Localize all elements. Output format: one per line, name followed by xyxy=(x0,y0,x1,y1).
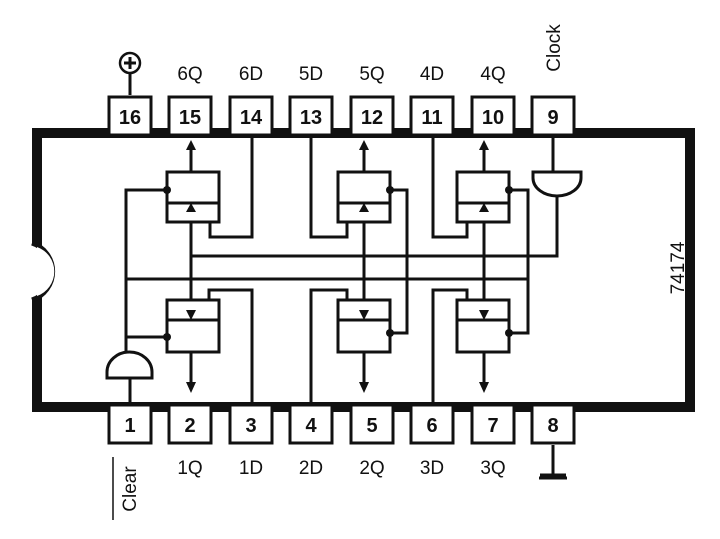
pin-number: 16 xyxy=(119,107,141,129)
pin-label: 5D xyxy=(299,64,323,85)
pin-label: Clear xyxy=(120,466,141,512)
pin-1: 1 xyxy=(107,403,153,445)
pin-number: 12 xyxy=(361,107,383,129)
flip-flop-bottom-2 xyxy=(336,298,394,393)
pin-label: 4Q xyxy=(480,64,505,85)
pin-number: 4 xyxy=(305,415,317,437)
pin-box xyxy=(107,403,153,445)
pin-number: 15 xyxy=(179,107,201,129)
pin-box xyxy=(409,95,455,137)
pin-14: 14 xyxy=(228,95,274,137)
arrow-down-icon xyxy=(359,382,369,393)
pin-10: 10 xyxy=(470,95,516,137)
arrow-up-icon xyxy=(479,140,489,150)
part-number: 74174 xyxy=(668,241,689,294)
pin-label: 1D xyxy=(239,458,263,479)
pin-box xyxy=(228,95,274,137)
pin-2: 2 xyxy=(167,403,213,445)
pin-box xyxy=(167,403,213,445)
pin-number: 13 xyxy=(300,107,322,129)
pin-number: 14 xyxy=(240,107,263,129)
pin-13: 13 xyxy=(288,95,334,137)
pin-box xyxy=(288,403,334,445)
pin-4: 4 xyxy=(288,403,334,445)
pin-label: 1Q xyxy=(177,458,202,479)
pin-number: 10 xyxy=(482,107,504,129)
flip-flop-bottom-3 xyxy=(455,298,513,393)
pin-5: 5 xyxy=(349,403,395,445)
clock-bus xyxy=(191,195,559,258)
pin-15: 15 xyxy=(167,95,213,137)
flip-flop-top-1 xyxy=(163,140,221,224)
flip-flops xyxy=(163,140,513,393)
pin-number: 6 xyxy=(426,415,437,437)
pin-label: 6D xyxy=(239,64,263,85)
plus-circle-icon xyxy=(118,51,142,95)
pin-number: 9 xyxy=(547,107,558,129)
pin-box xyxy=(349,403,395,445)
pin-8: 8 xyxy=(530,403,576,445)
arrow-up-icon xyxy=(359,140,369,150)
pin-number: 8 xyxy=(547,415,558,437)
flip-flop-top-3 xyxy=(455,140,513,224)
pin-6: 6 xyxy=(409,403,455,445)
pin-box xyxy=(349,95,395,137)
ground-icon xyxy=(539,445,567,480)
arrow-down-icon xyxy=(186,382,196,393)
pin-9: 9 xyxy=(530,95,576,137)
pin-box xyxy=(530,403,576,445)
flip-flop-top-2 xyxy=(336,140,394,224)
pin-box xyxy=(470,403,516,445)
pin-number: 1 xyxy=(124,415,135,437)
pin-box xyxy=(107,95,153,137)
clock-and-gate xyxy=(531,170,583,198)
flip-flop-bottom-1 xyxy=(163,298,221,393)
pin-box xyxy=(288,95,334,137)
pin-box xyxy=(530,95,576,137)
pin-11: 11 xyxy=(409,95,455,137)
pin-box xyxy=(470,95,516,137)
pin-label: 4D xyxy=(420,64,444,85)
internal-wiring xyxy=(105,138,583,402)
pin-number: 2 xyxy=(184,415,195,437)
pin-label: 6Q xyxy=(177,64,202,85)
pin-number: 3 xyxy=(245,415,256,437)
arrow-down-icon xyxy=(479,382,489,393)
pin-label: 2D xyxy=(299,458,323,479)
arrow-up-icon xyxy=(186,140,196,150)
pin-16: 16 xyxy=(107,95,153,137)
pin-number: 11 xyxy=(421,107,442,129)
pin-label: Clock xyxy=(544,24,565,72)
pin-label: 5Q xyxy=(359,64,384,85)
pin-label: 3D xyxy=(420,458,444,479)
pin-label: 2Q xyxy=(359,458,384,479)
pin-box xyxy=(409,403,455,445)
pin-box xyxy=(228,403,274,445)
pin-number: 7 xyxy=(487,415,498,437)
pin-12: 12 xyxy=(349,95,395,137)
pin-box xyxy=(167,95,213,137)
pin-7: 7 xyxy=(470,403,516,445)
clear-gate xyxy=(105,350,154,380)
pin-3: 3 xyxy=(228,403,274,445)
pin-label: 3Q xyxy=(480,458,505,479)
pin-number: 5 xyxy=(366,415,377,437)
